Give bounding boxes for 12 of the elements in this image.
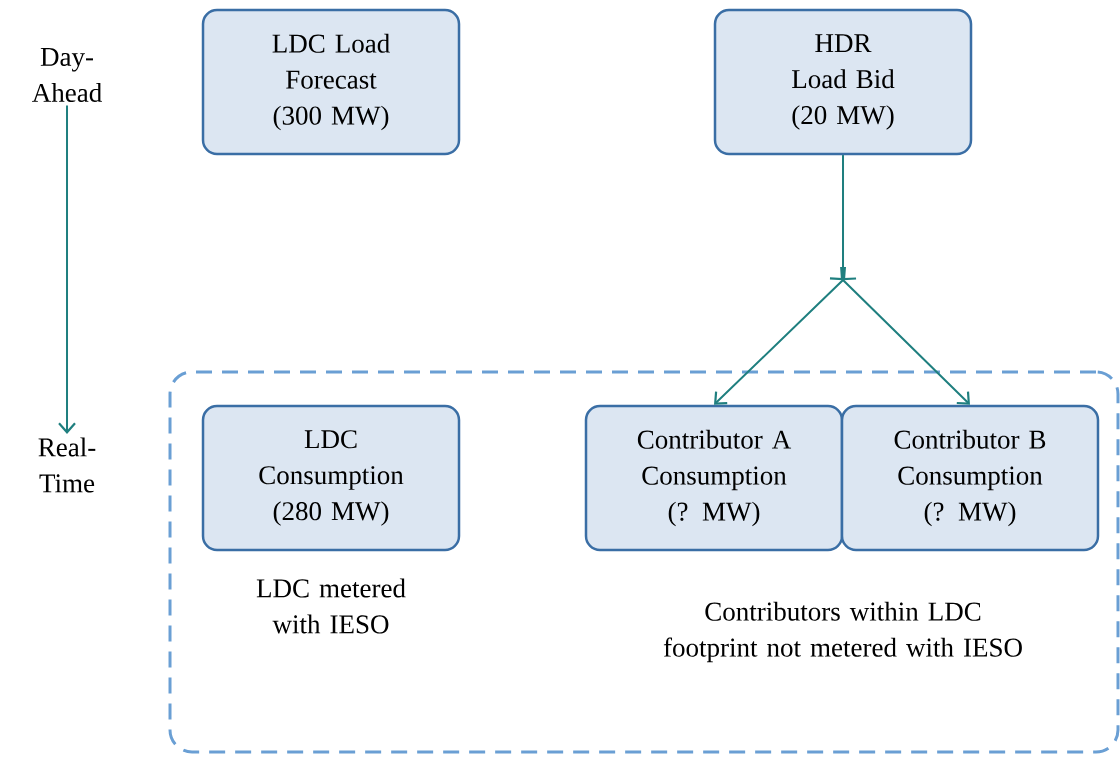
dashed-region bbox=[168, 370, 1120, 754]
time-label: Day-Ahead bbox=[32, 48, 102, 102]
caption-text: LDC metered with IESO bbox=[256, 578, 406, 634]
process-box: Contributor A Consumption (? MW) bbox=[584, 404, 844, 552]
process-box: Contributor B Consumption (? MW) bbox=[840, 404, 1100, 552]
caption-text: Contributors within LDC footprint not metered with IESO bbox=[663, 601, 1022, 663]
time-label: Real-Time bbox=[38, 437, 96, 493]
arrow bbox=[829, 154, 970, 405]
process-box: LDC Consumption (280 MW) bbox=[201, 404, 461, 552]
process-box: HDR Load Bid (20 MW) bbox=[713, 8, 973, 156]
process-box: LDC Load Forecast (300 MW) bbox=[201, 8, 461, 156]
arrow bbox=[58, 104, 76, 434]
